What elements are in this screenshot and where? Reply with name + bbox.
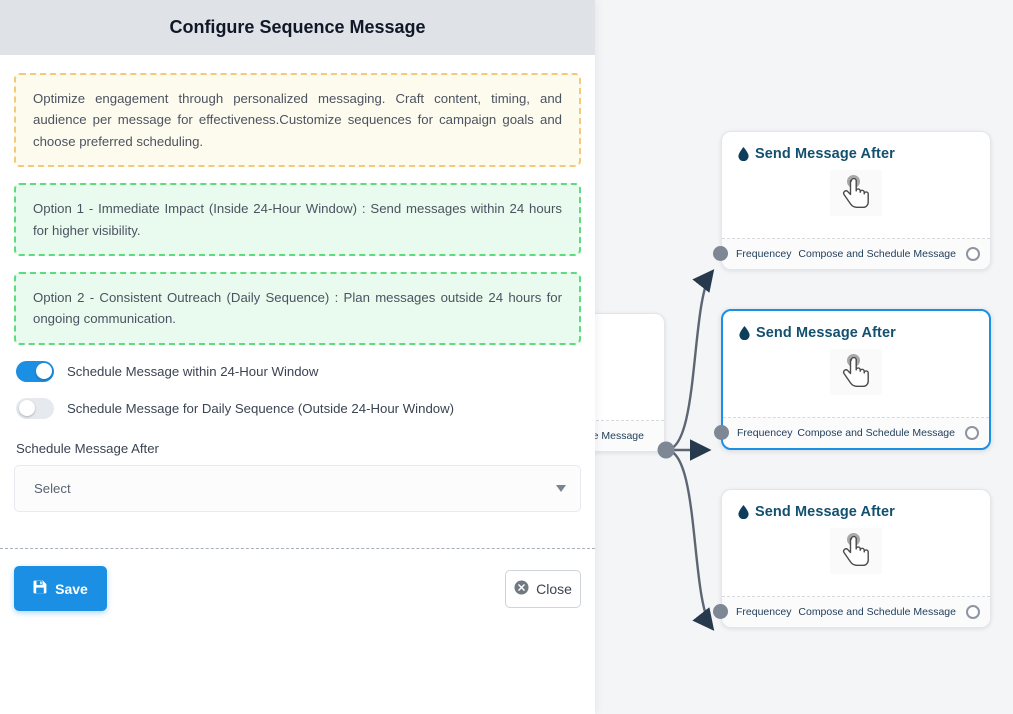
node-input-label: Frequencey [737, 427, 793, 439]
node-output-label: ce Message [587, 430, 644, 442]
node-title: Send Message After [739, 325, 973, 341]
circle-x-icon [514, 580, 529, 598]
node-title-text: Send Message After [755, 504, 895, 520]
configure-sequence-message-panel: Configure Sequence Message Optimize enga… [0, 0, 595, 714]
toggle-row-within-24-hour-window[interactable]: Schedule Message within 24-Hour Window [14, 360, 581, 382]
pointing-hand-cursor-icon [830, 170, 882, 216]
node-output-handle[interactable] [966, 247, 980, 261]
close-button-label: Close [536, 580, 572, 597]
node-output-label: Compose and Schedule Message [798, 248, 956, 260]
node-footer: Frequencey Compose and Schedule Message [714, 418, 989, 448]
chevron-down-icon [556, 484, 566, 492]
info-callout-description: Optimize engagement through personalized… [14, 73, 581, 168]
toggle-within-24-hour-window[interactable] [16, 360, 54, 382]
panel-divider [0, 548, 595, 549]
schedule-message-after-select[interactable]: Select [14, 464, 581, 512]
page-title: Configure Sequence Message [169, 17, 426, 37]
node-body [566, 314, 664, 421]
floppy-disk-icon [33, 580, 47, 597]
toggle-knob [18, 400, 35, 417]
flow-node-1[interactable]: Send Message After Frequencey Compose an… [713, 131, 991, 270]
node-output-label: Compose and Schedule Message [797, 427, 955, 439]
droplet-icon [739, 326, 750, 341]
select-value: Select [34, 480, 71, 496]
node-title: Send Message After [738, 146, 974, 162]
toggle-daily-sequence[interactable] [16, 397, 54, 419]
toggle-knob [35, 363, 52, 380]
schedule-message-after-label: Schedule Message After [16, 440, 159, 456]
save-button-label: Save [55, 580, 88, 597]
panel-footer: Save Close [0, 566, 595, 611]
flow-node-2[interactable]: Send Message After Frequencey Compose an… [714, 309, 991, 450]
node-body: Send Message After [722, 490, 990, 597]
panel-header: Configure Sequence Message [0, 0, 595, 55]
flow-node-3[interactable]: Send Message After Frequencey Compose an… [713, 489, 991, 628]
node-footer: Frequencey Compose and Schedule Message [713, 239, 990, 269]
node-input-label: Frequencey [736, 606, 792, 618]
node-title: Send Message After [738, 504, 974, 520]
node-footer: Frequencey Compose and Schedule Message [713, 597, 990, 627]
droplet-icon [738, 505, 749, 520]
node-body: Send Message After [723, 311, 989, 418]
info-callout-option-2: Option 2 - Consistent Outreach (Daily Se… [14, 271, 581, 345]
info-callout-option-1: Option 1 - Immediate Impact (Inside 24-H… [14, 183, 581, 256]
toggle-label: Schedule Message for Daily Sequence (Out… [67, 400, 455, 416]
toggle-row-daily-sequence[interactable]: Schedule Message for Daily Sequence (Out… [14, 397, 581, 419]
node-input-handle[interactable] [714, 425, 729, 440]
node-output-label: Compose and Schedule Message [798, 606, 956, 618]
pointing-hand-cursor-icon [830, 349, 882, 395]
node-input-handle[interactable] [713, 246, 728, 261]
node-title-text: Send Message After [755, 146, 895, 162]
node-output-handle[interactable] [966, 605, 980, 619]
toggle-label: Schedule Message within 24-Hour Window [67, 363, 319, 379]
panel-body: Optimize engagement through personalized… [0, 55, 595, 512]
save-button[interactable]: Save [14, 566, 107, 611]
node-title-text: Send Message After [756, 325, 896, 341]
pointing-hand-cursor-icon [830, 528, 882, 574]
droplet-icon [738, 147, 749, 162]
close-button[interactable]: Close [505, 569, 581, 608]
node-input-label: Frequencey [736, 248, 792, 260]
node-body: Send Message After [722, 132, 990, 239]
node-input-handle[interactable] [713, 604, 728, 619]
node-output-handle[interactable] [965, 426, 979, 440]
